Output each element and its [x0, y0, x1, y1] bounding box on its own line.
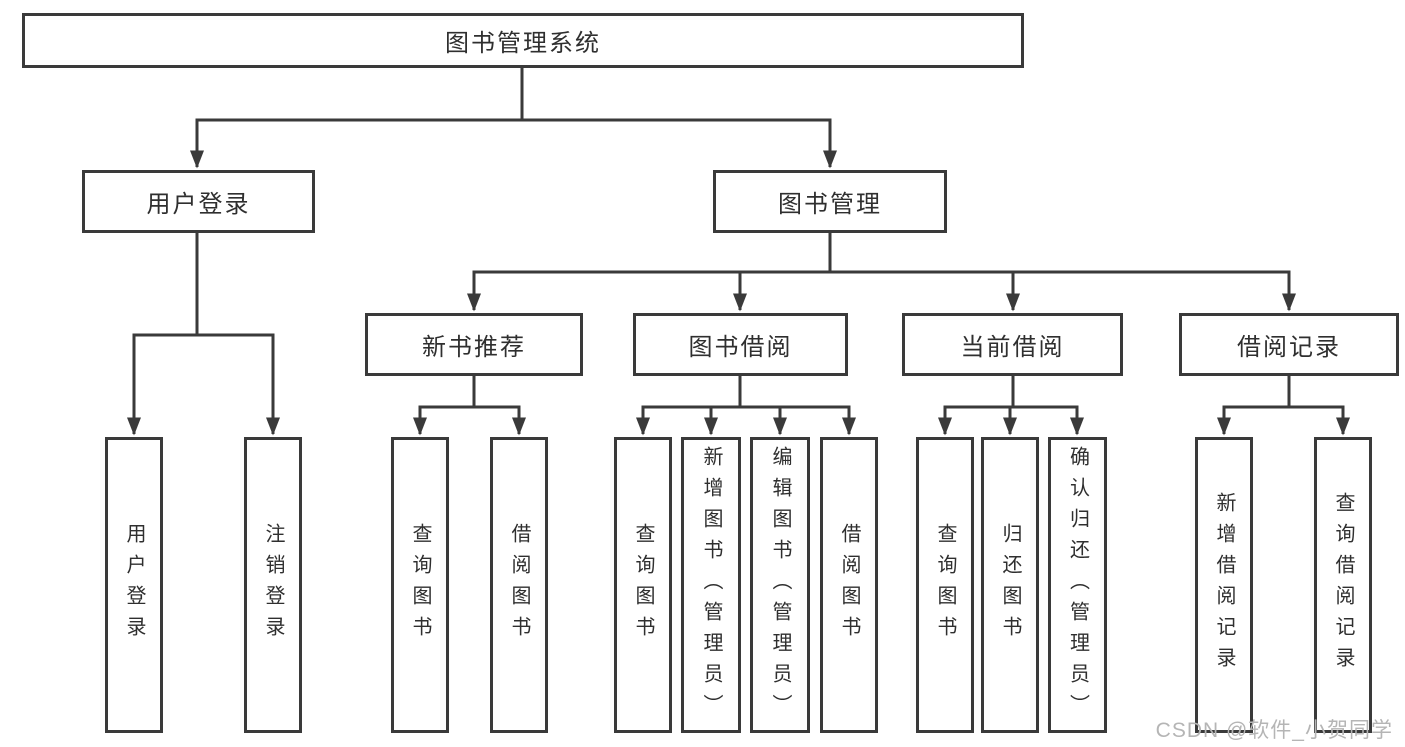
node-nbr-query-books: 查询图书	[391, 437, 449, 733]
node-book-borrowing: 图书借阅	[633, 313, 848, 376]
csdn-watermark: CSDN @软件_小贺同学	[1155, 719, 1393, 742]
node-bb-query-books: 查询图书	[614, 437, 672, 733]
node-book-management: 图书管理	[713, 170, 947, 233]
node-cb-confirm-return-admin: 确认归还（管理员）	[1048, 437, 1107, 733]
node-borrowing-records: 借阅记录	[1179, 313, 1399, 376]
node-user-login-leaf: 用户登录	[105, 437, 163, 733]
node-new-book-recommend: 新书推荐	[365, 313, 583, 376]
node-current-borrowing: 当前借阅	[902, 313, 1123, 376]
node-br-add-record: 新增借阅记录	[1195, 437, 1253, 733]
node-nbr-borrow-books: 借阅图书	[490, 437, 548, 733]
node-logout: 注销登录	[244, 437, 302, 733]
node-root-library-management-system: 图书管理系统	[22, 13, 1024, 68]
node-bb-add-books-admin: 新增图书（管理员）	[681, 437, 741, 733]
node-cb-query-books: 查询图书	[916, 437, 974, 733]
node-cb-return-books: 归还图书	[981, 437, 1039, 733]
node-bb-borrow-books: 借阅图书	[820, 437, 878, 733]
node-br-query-record: 查询借阅记录	[1314, 437, 1372, 733]
node-bb-edit-books-admin: 编辑图书（管理员）	[750, 437, 810, 733]
node-user-login-group: 用户登录	[82, 170, 315, 233]
